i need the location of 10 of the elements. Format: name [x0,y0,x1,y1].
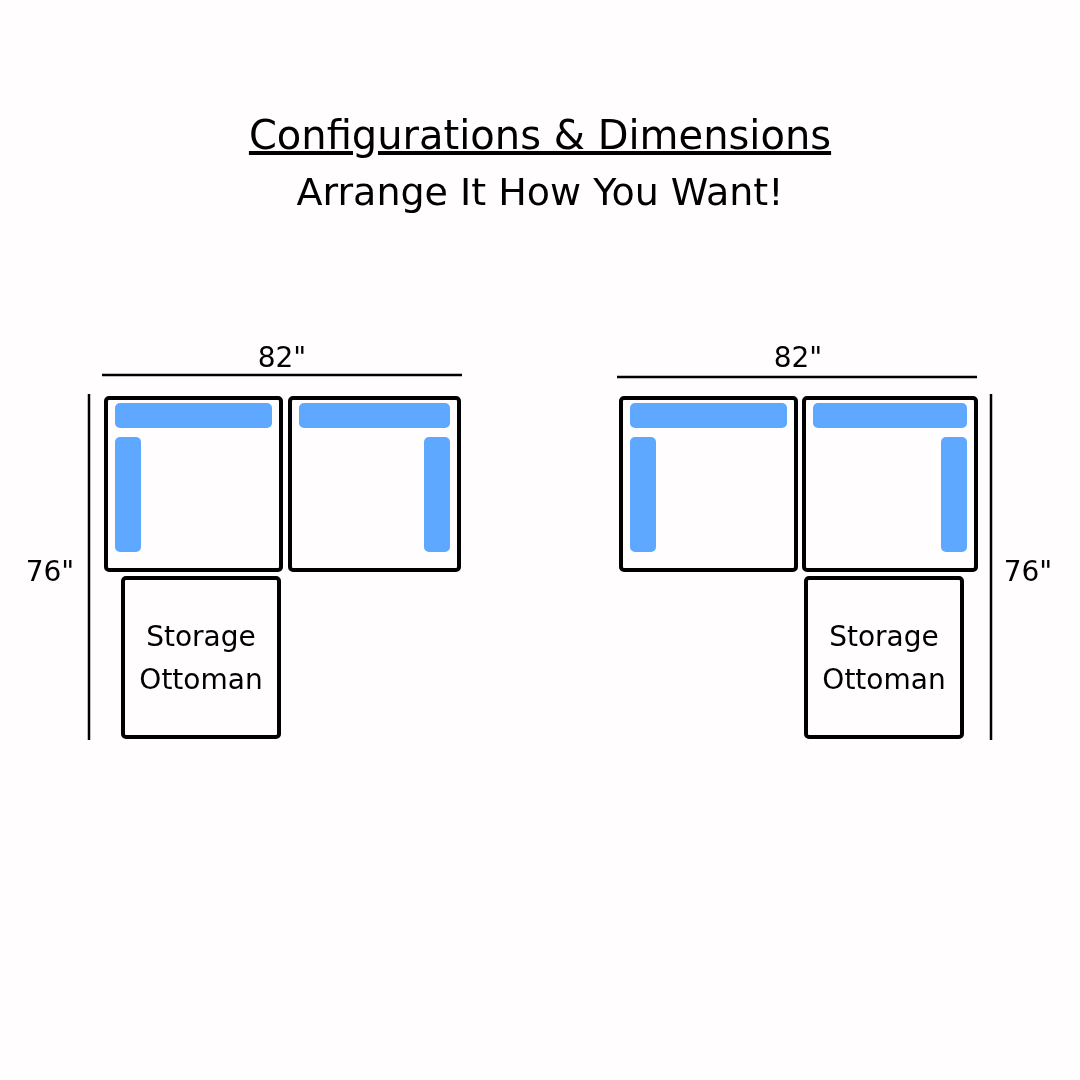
dimension-label: 82" [773,342,823,374]
dimension-label: 76" [25,556,75,588]
ottoman-box [121,576,281,739]
title: Configurations & Dimensions [248,113,832,157]
dimension-label: 82" [257,342,307,374]
subtitle: Arrange It How You Want! [296,172,784,214]
ottoman-label: Storage Ottoman [138,618,264,698]
dimension-label: 76" [1003,556,1053,588]
ottoman-box [804,576,964,739]
ottoman-label: Storage Ottoman [821,618,947,698]
